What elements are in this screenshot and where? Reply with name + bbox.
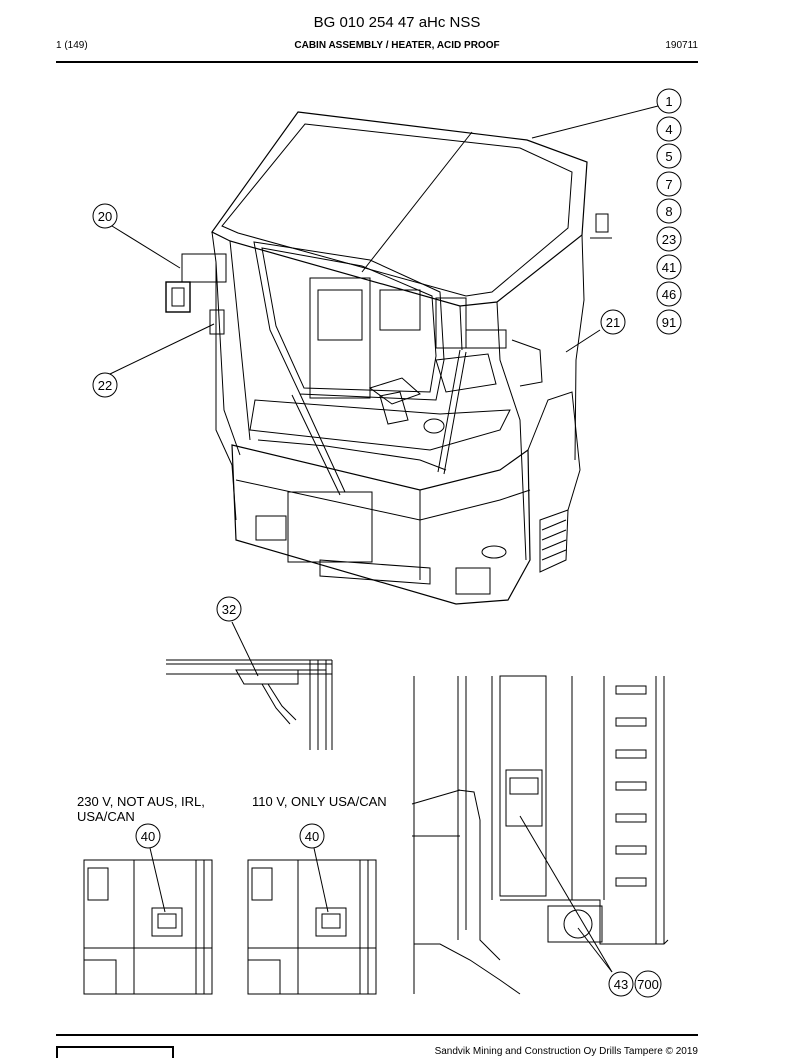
- callout-21: 21: [600, 309, 626, 335]
- svg-text:21: 21: [606, 315, 620, 330]
- callout-balloons: 1 4 5 7 8 23 41 46 91 20 21 22 32 40 40 …: [92, 88, 682, 998]
- variant-note-110v: 110 V, ONLY USA/CAN: [252, 794, 387, 809]
- leader-lines: [109, 105, 659, 973]
- svg-text:8: 8: [665, 204, 672, 219]
- document-title: BG 010 254 47 aHc NSS: [313, 14, 481, 31]
- detail-view-32: [166, 659, 333, 750]
- svg-text:5: 5: [665, 149, 672, 164]
- variant-note-230v: 230 V, NOT AUS, IRL, USA/CAN: [77, 794, 205, 824]
- svg-text:7: 7: [665, 177, 672, 192]
- cabin-isometric-view: [165, 111, 612, 605]
- page-number: 1 (149): [56, 40, 88, 51]
- svg-text:40: 40: [141, 829, 155, 844]
- document-date: 190711: [665, 40, 698, 51]
- svg-text:91: 91: [662, 315, 676, 330]
- svg-text:20: 20: [98, 209, 112, 224]
- section-title: CABIN ASSEMBLY / HEATER, ACID PROOF: [294, 40, 500, 51]
- svg-text:700: 700: [637, 977, 659, 992]
- svg-text:46: 46: [662, 287, 676, 302]
- callout-7: 7: [656, 171, 682, 197]
- callout-700: 700: [634, 970, 662, 998]
- svg-text:40: 40: [305, 829, 319, 844]
- detail-view-40-110v: [247, 859, 377, 995]
- svg-text:1: 1: [665, 94, 672, 109]
- callout-91: 91: [656, 309, 682, 335]
- detail-view-40-230v: [83, 859, 213, 995]
- callout-32: 32: [216, 596, 242, 622]
- callout-46: 46: [656, 281, 682, 307]
- callout-22: 22: [92, 372, 118, 398]
- footer-rule: [56, 1034, 698, 1036]
- callout-20: 20: [92, 203, 118, 229]
- svg-text:4: 4: [665, 122, 672, 137]
- callout-1: 1: [656, 88, 682, 114]
- svg-text:43: 43: [614, 977, 628, 992]
- svg-text:32: 32: [222, 602, 236, 617]
- callout-4: 4: [656, 116, 682, 142]
- callout-41: 41: [656, 254, 682, 280]
- detail-view-43-700: [413, 675, 669, 995]
- svg-text:23: 23: [662, 232, 676, 247]
- svg-text:41: 41: [662, 260, 676, 275]
- sandvik-logo: [56, 1046, 174, 1058]
- callout-43: 43: [608, 971, 634, 997]
- callout-5: 5: [656, 143, 682, 169]
- callout-40-110v: 40: [299, 823, 325, 849]
- callout-8: 8: [656, 198, 682, 224]
- svg-text:22: 22: [98, 378, 112, 393]
- header-rule: [56, 61, 698, 63]
- copyright-footer: Sandvik Mining and Construction Oy Drill…: [434, 1046, 698, 1057]
- callout-40-230v: 40: [135, 823, 161, 849]
- callout-23: 23: [656, 226, 682, 252]
